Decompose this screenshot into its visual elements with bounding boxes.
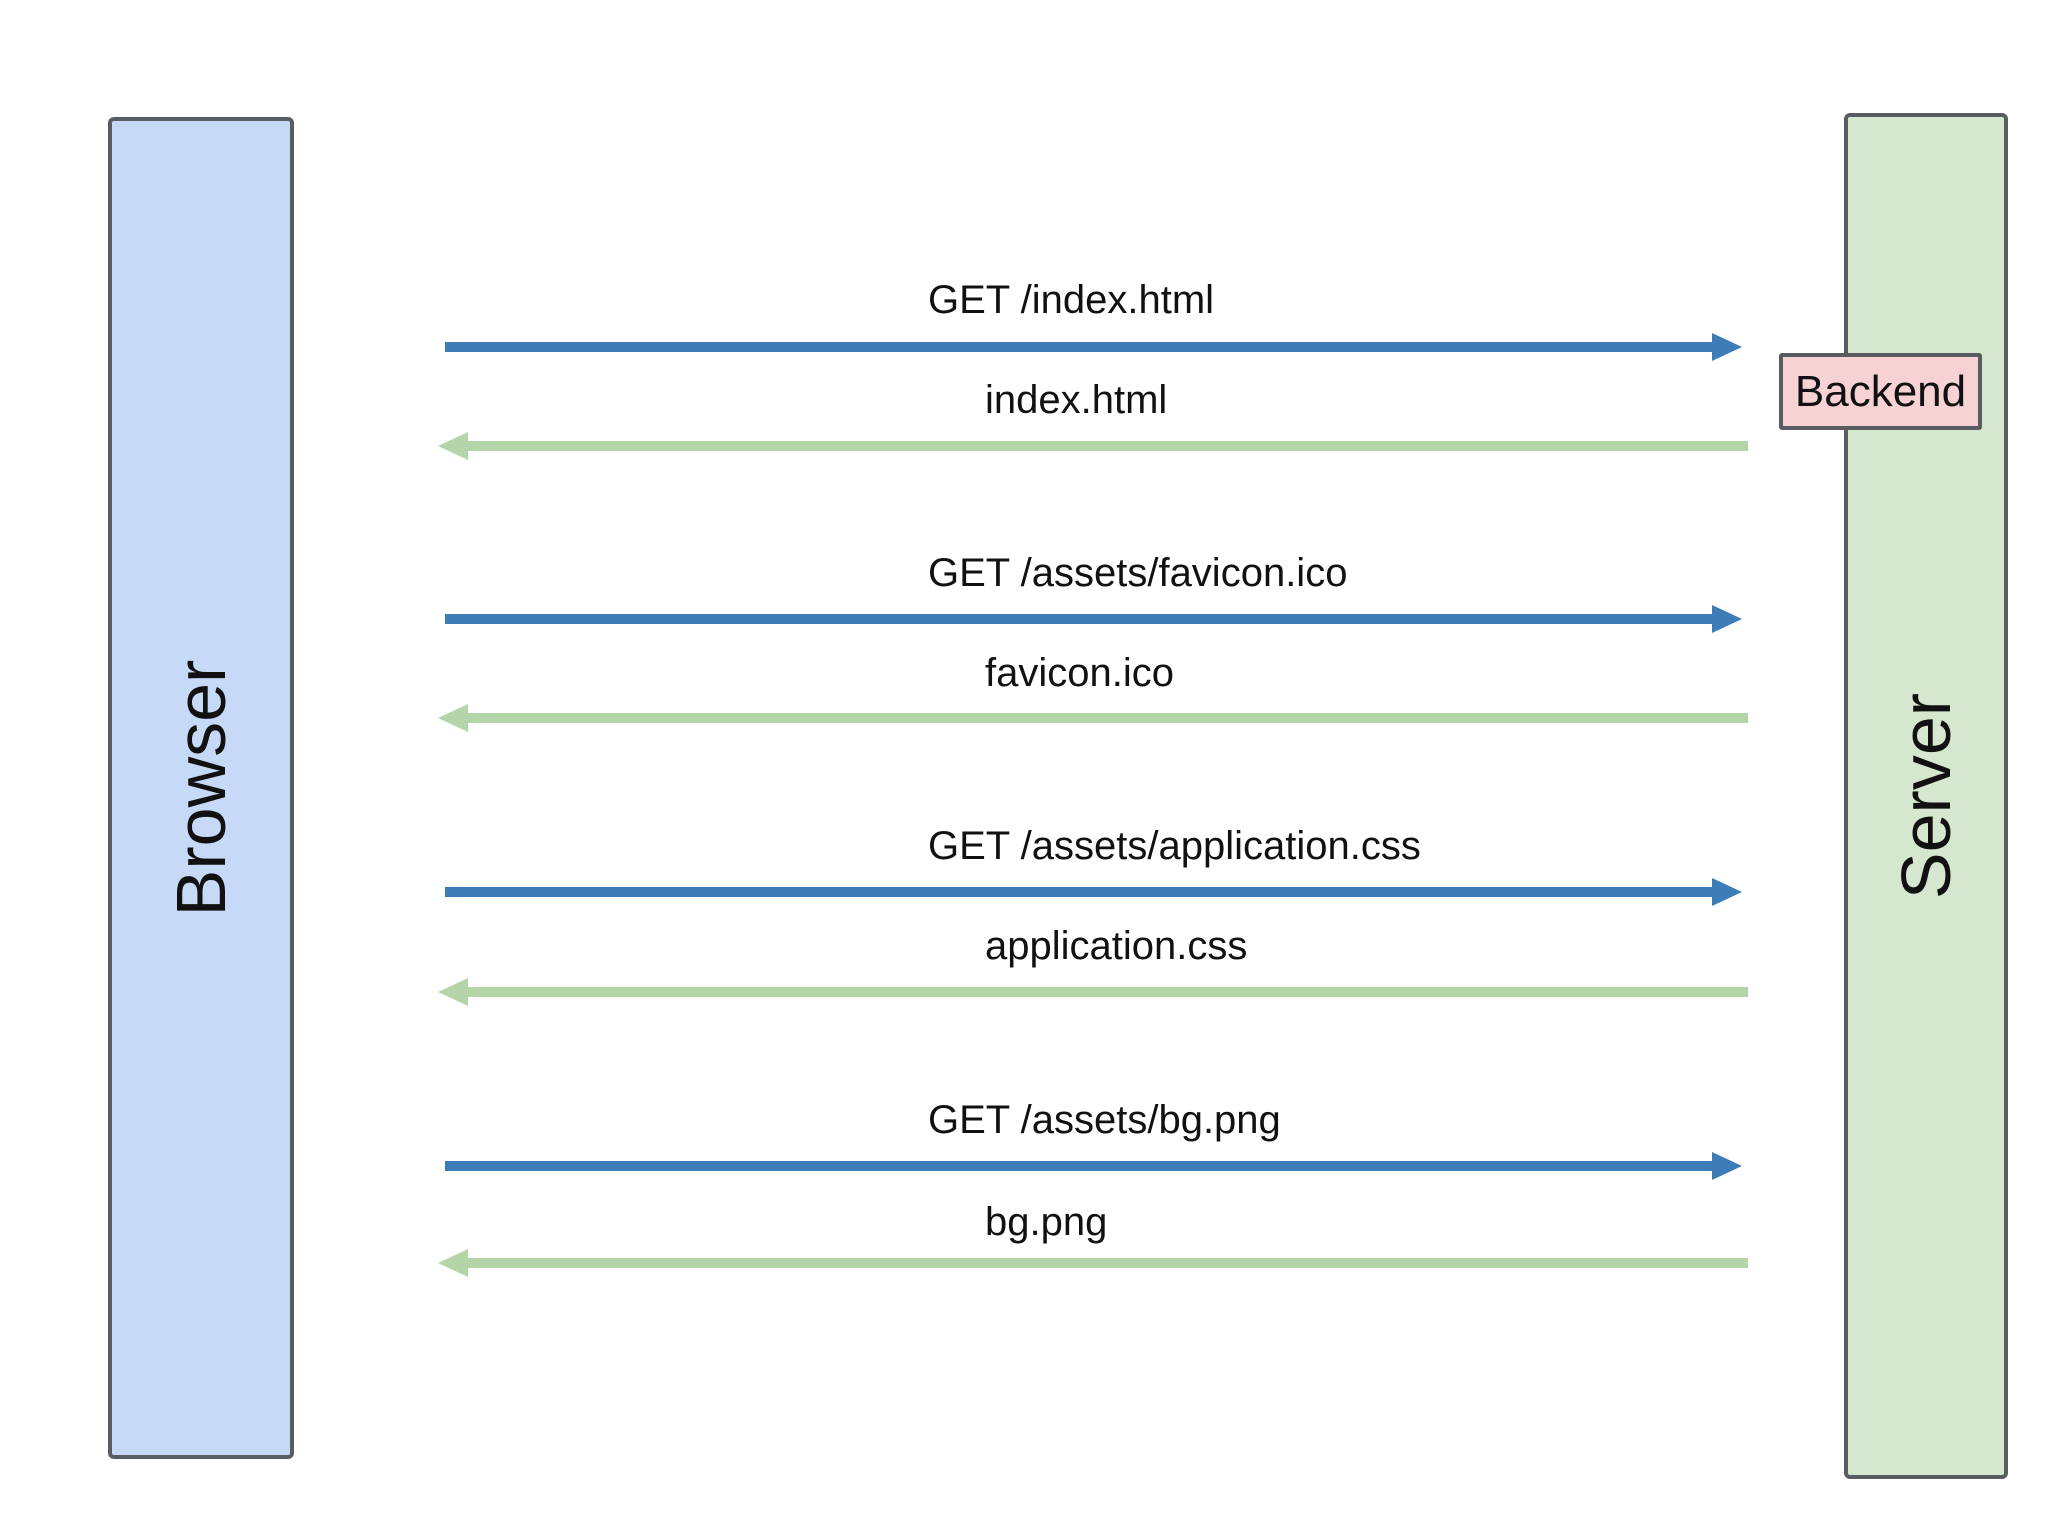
request-arrow-1 [445,333,1742,361]
response-arrow-1 [438,432,1748,460]
actor-server-label: Server [1887,692,1965,900]
arrow-head-icon [1712,605,1742,633]
arrow-head-icon [1712,333,1742,361]
arrow-line [445,887,1714,897]
response-arrow-3 [438,978,1748,1006]
arrow-line [445,342,1714,352]
actor-server: Server [1844,113,2008,1479]
response-arrow-2 [438,704,1748,732]
backend-badge-label: Backend [1794,366,1967,416]
arrow-head-icon [438,1249,468,1277]
arrow-line [445,614,1714,624]
request-arrow-3 [445,878,1742,906]
arrow-head-icon [438,432,468,460]
arrow-line [466,1258,1748,1268]
actor-browser: Browser [108,117,294,1459]
arrow-head-icon [438,978,468,1006]
arrow-head-icon [438,704,468,732]
arrow-head-icon [1712,878,1742,906]
request-arrow-2 [445,605,1742,633]
arrow-line [466,987,1748,997]
request-label-2: GET /assets/favicon.ico [928,551,1348,595]
backend-badge: Backend [1779,353,1982,430]
response-arrow-4 [438,1249,1748,1277]
response-label-4: bg.png [985,1200,1108,1244]
request-label-4: GET /assets/bg.png [928,1098,1281,1142]
response-label-1: index.html [985,378,1168,422]
request-label-3: GET /assets/application.css [928,824,1421,868]
arrow-line [466,441,1748,451]
response-label-2: favicon.ico [985,651,1174,695]
arrow-head-icon [1712,1152,1742,1180]
arrow-line [445,1161,1714,1171]
request-label-1: GET /index.html [928,278,1215,322]
request-arrow-4 [445,1152,1742,1180]
actor-browser-label: Browser [162,659,240,917]
arrow-line [466,713,1748,723]
response-label-3: application.css [985,924,1248,968]
